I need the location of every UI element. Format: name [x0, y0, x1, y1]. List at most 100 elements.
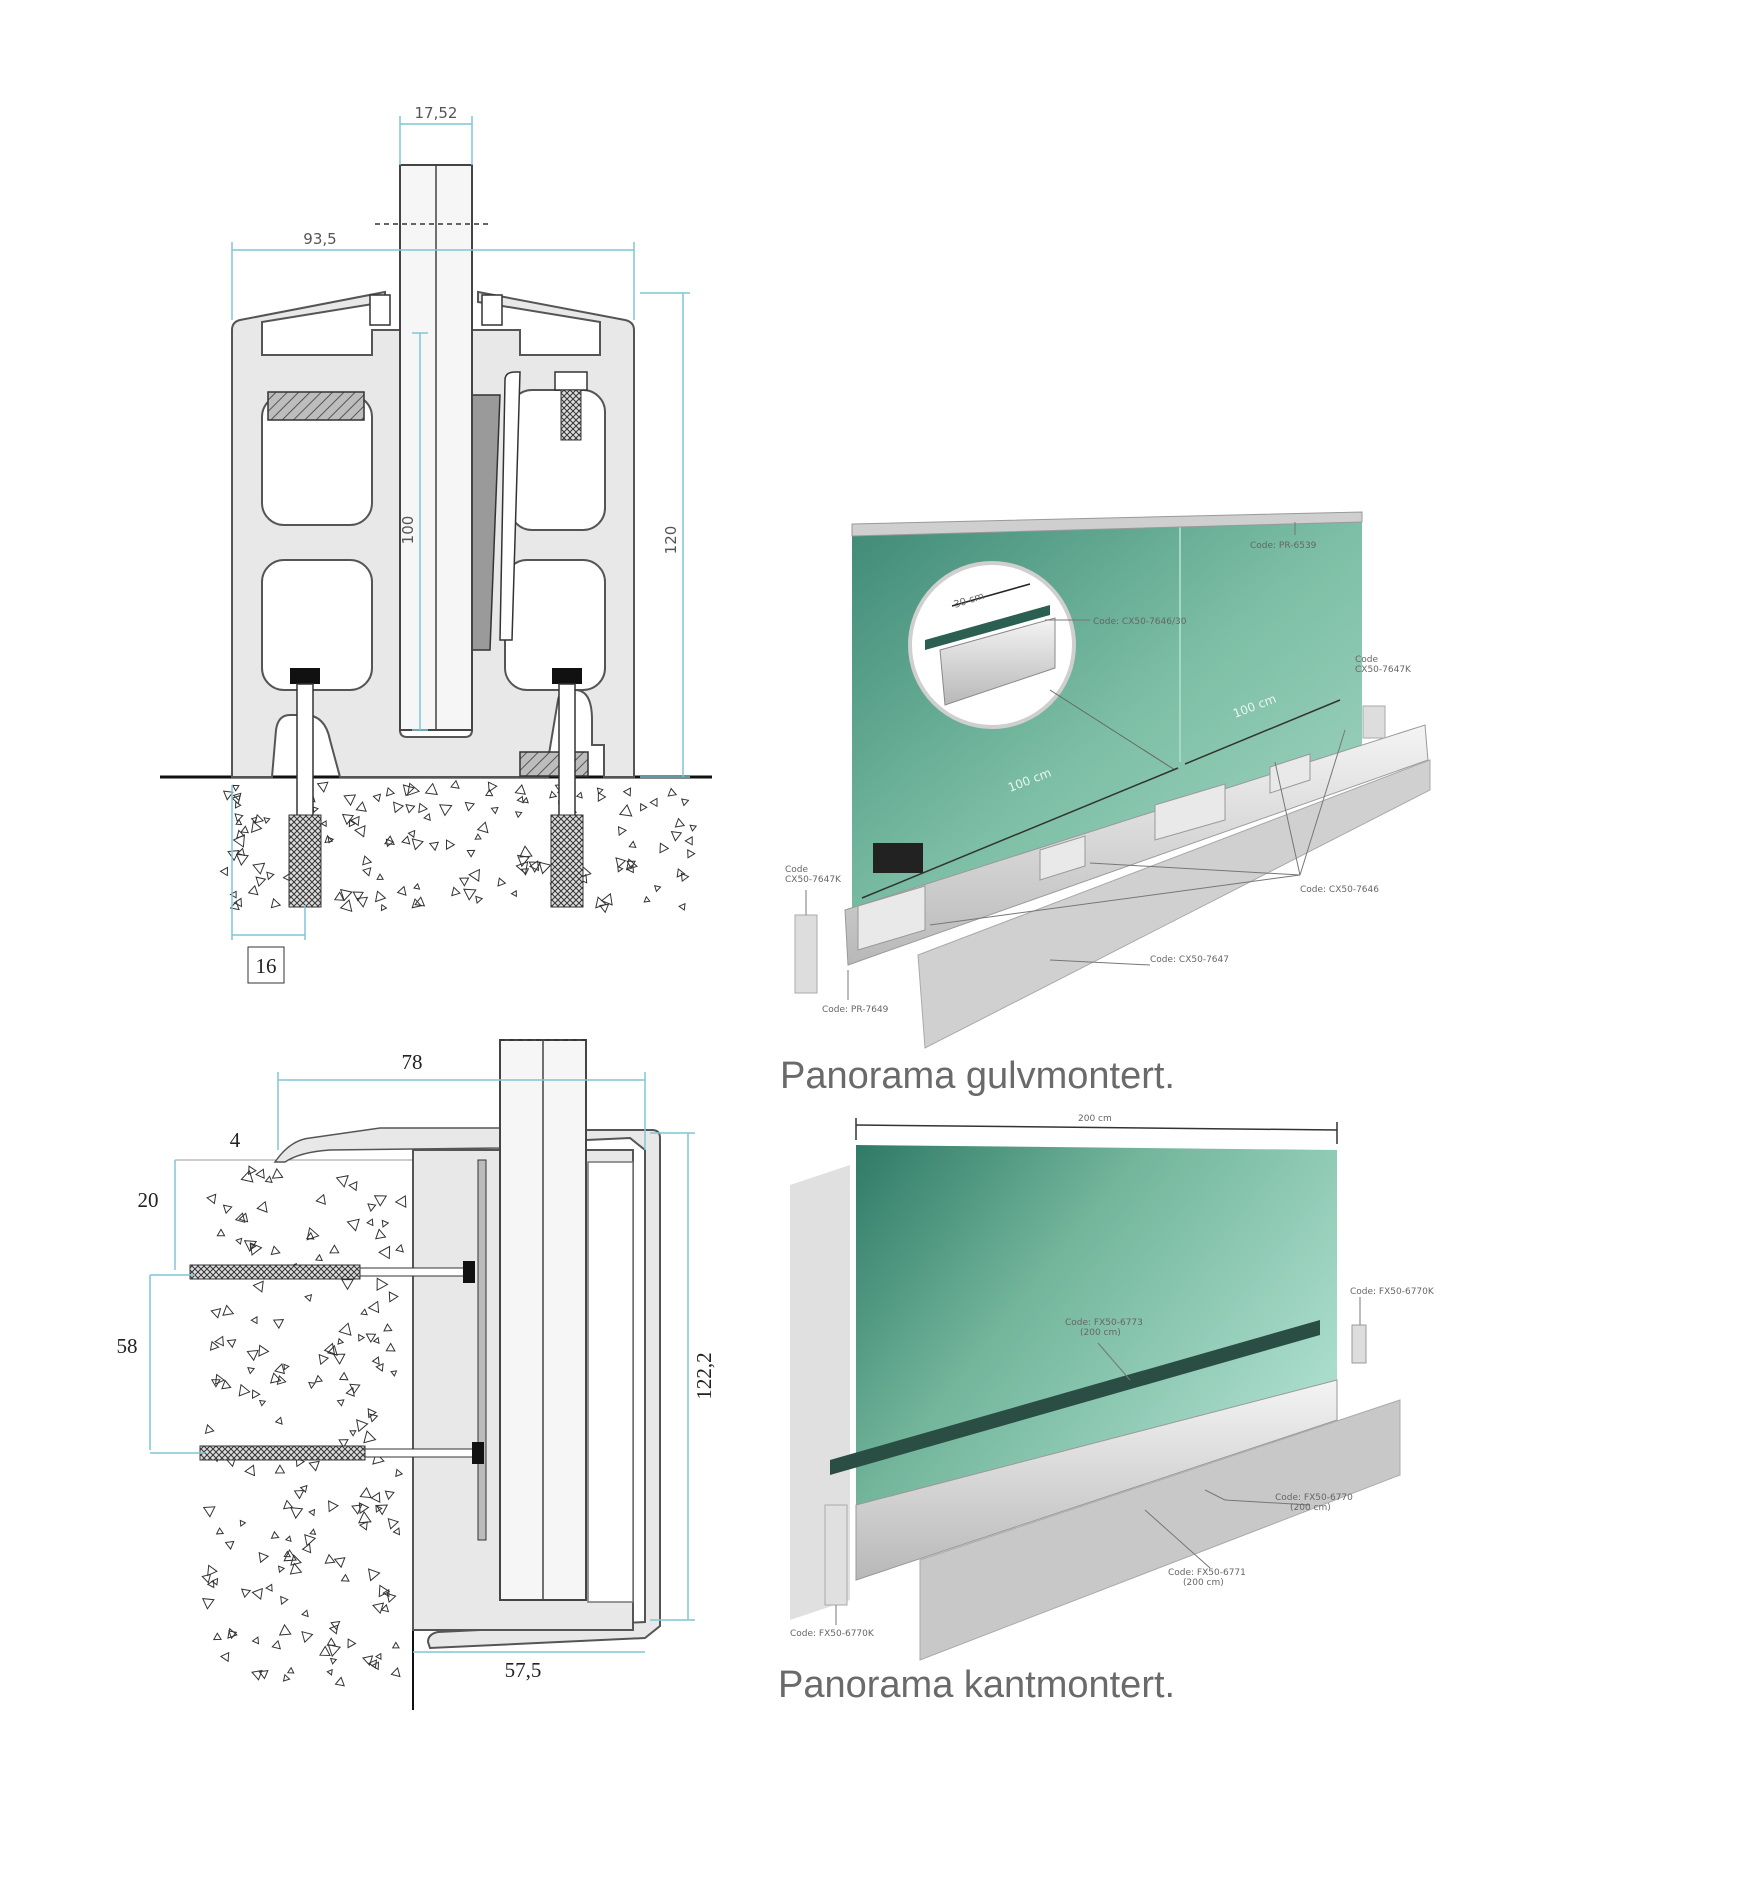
- base-profile-edge: [855, 1379, 1338, 1581]
- concrete-aggregate: [346, 1218, 360, 1232]
- dim-anchor-spacing: 58: [117, 1334, 138, 1358]
- concrete-aggregate: [238, 1383, 251, 1397]
- concrete-aggregate: [258, 1399, 267, 1407]
- anchor-upper-washer: [463, 1261, 475, 1283]
- concrete-aggregate: [371, 1356, 380, 1366]
- length-dim-line: [855, 1124, 1338, 1131]
- concrete-aggregate: [216, 1228, 226, 1237]
- inner-profile: [830, 1320, 1320, 1475]
- concrete-aggregate: [284, 1535, 292, 1543]
- concrete-aggregate: [251, 1636, 260, 1645]
- concrete-aggregate: [385, 1342, 396, 1352]
- concrete-aggregate: [474, 833, 482, 840]
- concrete-aggregate: [264, 1175, 273, 1184]
- concrete-aggregate: [282, 1499, 294, 1510]
- concrete-aggregate: [402, 784, 415, 797]
- concrete-aggregate: [339, 899, 353, 913]
- concrete-aggregate: [374, 890, 387, 903]
- gasket-left: [267, 391, 365, 421]
- concrete-aggregate: [233, 897, 243, 908]
- concrete-aggregate: [383, 835, 395, 845]
- code-cover: Code: CX50-7647: [1150, 955, 1229, 965]
- concrete-aggregate: [304, 1293, 313, 1303]
- anchor-sleeve-right: [550, 814, 584, 908]
- concrete-aggregate: [258, 1669, 269, 1680]
- concrete-aggregate: [413, 882, 421, 890]
- concrete-aggregate: [231, 784, 240, 792]
- concrete-aggregate: [510, 889, 517, 898]
- concrete-aggregate: [301, 1543, 312, 1554]
- concrete-aggregate: [680, 872, 690, 883]
- concrete-aggregate: [516, 854, 530, 868]
- concrete-aggregate: [289, 1562, 303, 1575]
- concrete-aggregate: [326, 1637, 337, 1646]
- concrete-aggregate: [286, 1666, 295, 1674]
- concrete-aggregate: [338, 1371, 349, 1381]
- chamber-right-upper: [509, 389, 606, 531]
- concrete-aggregate: [328, 1500, 339, 1513]
- concrete-aggregate: [388, 1291, 399, 1303]
- concrete-aggregate: [380, 903, 388, 912]
- concrete-aggregate: [206, 1193, 217, 1205]
- concrete-aggregate: [622, 787, 632, 797]
- concrete-aggregate: [333, 1557, 346, 1569]
- concrete-aggregate: [596, 787, 604, 795]
- concrete-aggregate: [326, 1344, 338, 1356]
- concrete-aggregate: [446, 839, 456, 851]
- concrete-aggregate: [240, 825, 250, 834]
- concrete-aggregate: [468, 868, 480, 882]
- anchor-washer-left: [290, 668, 320, 684]
- concrete-aggregate: [617, 865, 624, 873]
- concrete-aggregate: [341, 1279, 354, 1291]
- concrete-aggregate: [232, 834, 245, 848]
- concrete-aggregate: [265, 1583, 273, 1592]
- concrete-aggregate: [464, 801, 476, 812]
- concrete-aggregate: [359, 1486, 372, 1499]
- concrete-aggregate: [367, 1568, 381, 1582]
- concrete-aggregate: [227, 850, 240, 862]
- dim-top-gap: 20: [138, 1188, 159, 1212]
- concrete-aggregate: [381, 1219, 390, 1228]
- concrete-aggregate: [269, 1372, 282, 1384]
- concrete-aggregate: [335, 1175, 349, 1188]
- concrete-aggregate: [372, 793, 382, 803]
- concrete-aggregate: [215, 1527, 225, 1535]
- concrete-aggregate: [659, 842, 670, 854]
- edge-mount-section-drawing: 78 4 20 58 122,2 57,5: [117, 1039, 716, 1710]
- serrated-strip: [477, 1159, 487, 1541]
- concrete-aggregate: [390, 1667, 401, 1678]
- concrete-aggregate: [314, 1374, 324, 1383]
- concrete-aggregate: [299, 1484, 308, 1493]
- concrete-aggregate: [362, 1655, 374, 1667]
- concrete-aggregate: [387, 1517, 400, 1530]
- gasket-top-left: [369, 294, 391, 326]
- concrete-aggregate: [250, 1316, 258, 1325]
- concrete-aggregate: [339, 888, 353, 902]
- concrete-aggregate: [375, 1362, 384, 1373]
- leader-lines-edge: [835, 1297, 1361, 1625]
- floor-mount-section-drawing: 17,52 93,5 100 120 16: [160, 104, 712, 984]
- concrete-aggregate: [283, 1548, 297, 1562]
- concrete-aggregate: [349, 1383, 361, 1395]
- concrete-aggregate: [252, 862, 266, 875]
- concrete-aggregate: [329, 1244, 340, 1254]
- concrete-aggregate: [306, 1226, 320, 1241]
- concrete-aggregate: [450, 779, 460, 789]
- concrete-aggregate: [221, 1379, 232, 1390]
- concrete-aggregate: [250, 820, 263, 833]
- concrete-aggregate: [424, 782, 438, 796]
- concrete-aggregate: [276, 1374, 287, 1386]
- concrete-aggregate: [628, 840, 637, 848]
- concrete-aggregate: [252, 1280, 264, 1293]
- concrete-aggregate: [341, 813, 355, 826]
- concrete-aggregate: [283, 1363, 290, 1371]
- cover-profile: [917, 759, 1431, 1049]
- concrete-aggregate: [222, 790, 234, 801]
- anchor-upper-rod: [359, 1267, 466, 1277]
- dim-inner-height: 100: [399, 516, 417, 545]
- concrete-aggregate: [676, 868, 686, 878]
- concrete-aggregate: [246, 1349, 259, 1362]
- concrete-aggregate: [667, 787, 678, 797]
- zoom-glass-edge: [925, 605, 1050, 650]
